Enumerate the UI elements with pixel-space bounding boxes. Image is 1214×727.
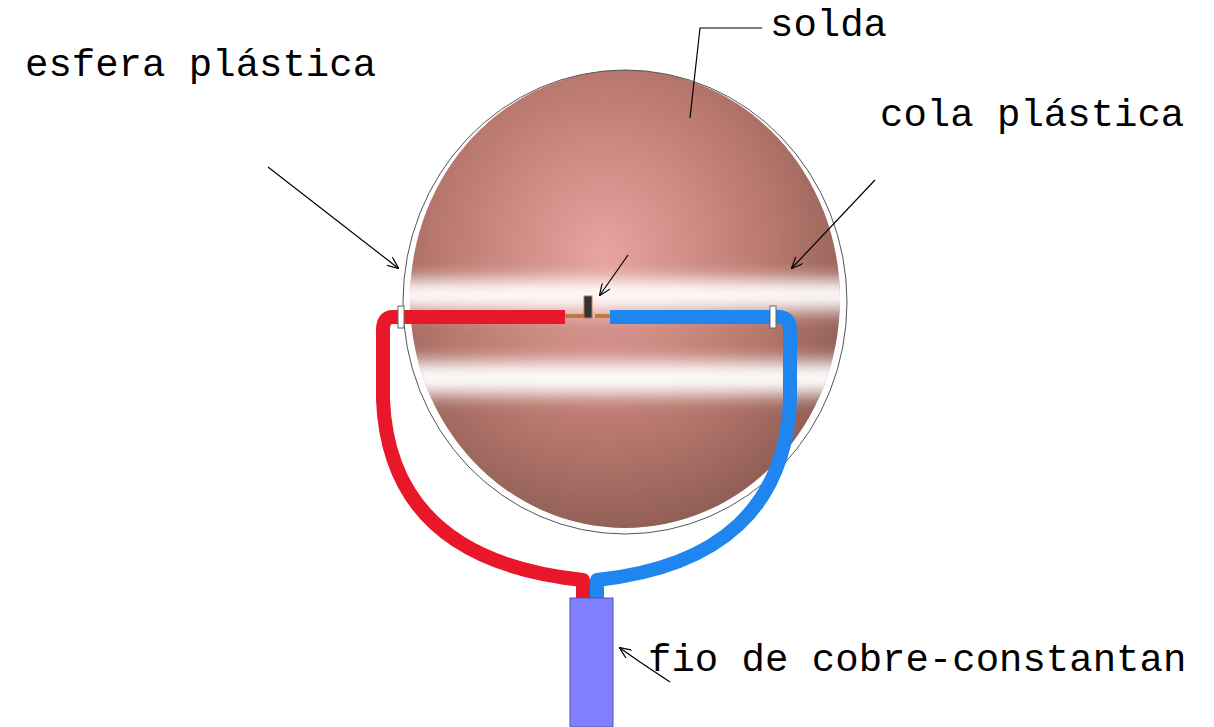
solder-label: solda (770, 5, 887, 48)
leader-line (600, 255, 628, 295)
wire-label: fio de cobre-constantan (648, 640, 1186, 683)
glue-label: cola plástica (880, 95, 1184, 138)
glue-ring (770, 306, 776, 328)
thermocouple-junction (584, 296, 592, 318)
glue-ring (398, 306, 404, 328)
constantan-wire (597, 317, 790, 600)
plastic-sphere-bands (380, 280, 880, 394)
leader-line (792, 180, 875, 268)
leader-line (690, 28, 762, 118)
leader-line (268, 167, 398, 268)
copper-wire (383, 317, 583, 600)
sphere-label: esfera plástica (25, 45, 376, 88)
copper-constantan-cable (570, 598, 613, 727)
